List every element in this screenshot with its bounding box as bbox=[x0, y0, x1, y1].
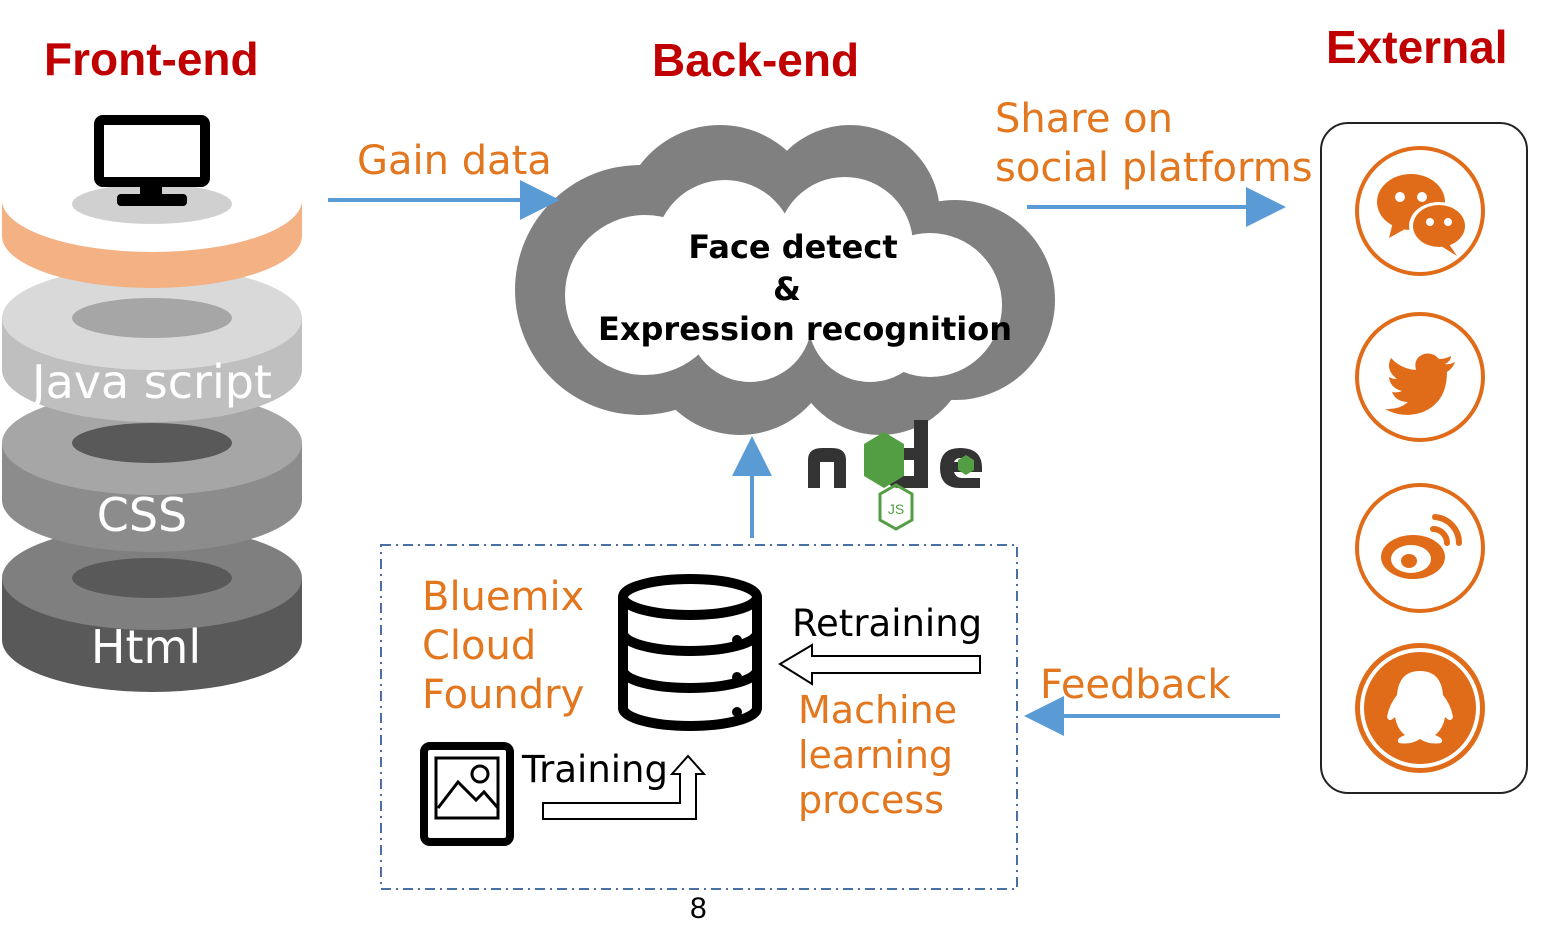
layer-label-javascript: Java script bbox=[32, 355, 272, 409]
ml-process-line1: Machine bbox=[798, 688, 958, 732]
training-arrow bbox=[542, 754, 707, 820]
layer-label-css: CSS bbox=[96, 488, 188, 542]
ml-process-line3: process bbox=[798, 778, 945, 822]
image-icon bbox=[420, 742, 514, 846]
heading-external: External bbox=[1326, 21, 1508, 73]
cloud-foundry-line3: Foundry bbox=[422, 672, 585, 718]
layer-css bbox=[2, 391, 302, 552]
heading-backend: Back-end bbox=[652, 34, 860, 86]
layer-label-html: Html bbox=[90, 620, 202, 674]
qq-icon[interactable] bbox=[1355, 643, 1485, 773]
feedback-label: Feedback bbox=[1040, 662, 1231, 708]
retraining-label: Retraining bbox=[792, 602, 983, 645]
database-icon bbox=[618, 574, 762, 731]
social-platforms-panel bbox=[1320, 122, 1528, 794]
layer-html bbox=[2, 526, 302, 692]
cloud-text-line1: Face detect bbox=[688, 228, 898, 266]
cloud-shape bbox=[515, 125, 1055, 435]
layer-javascript bbox=[2, 266, 302, 422]
nodejs-logo: JS bbox=[808, 420, 982, 531]
svg-text:JS: JS bbox=[888, 501, 904, 517]
layer-top bbox=[2, 148, 302, 288]
page-number: 8 bbox=[690, 892, 707, 925]
gain-data-label: Gain data bbox=[357, 138, 552, 184]
cloud-text-line2: & bbox=[773, 270, 801, 308]
ml-process-line2: learning bbox=[798, 733, 954, 777]
monitor-icon bbox=[94, 115, 210, 206]
twitter-icon[interactable] bbox=[1355, 312, 1485, 442]
cloud-foundry-box bbox=[380, 544, 1018, 890]
retraining-arrow bbox=[778, 643, 981, 686]
share-label-line2: social platforms bbox=[995, 145, 1313, 191]
cloud-text-line3: Expression recognition bbox=[598, 310, 1012, 348]
weibo-icon[interactable] bbox=[1355, 483, 1485, 613]
share-label-line1: Share on bbox=[995, 96, 1173, 142]
cloud-foundry-line1: Bluemix bbox=[422, 574, 585, 620]
wechat-icon[interactable] bbox=[1355, 146, 1485, 276]
heading-frontend: Front-end bbox=[44, 33, 259, 85]
training-label: Training bbox=[522, 748, 668, 791]
cloud-foundry-line2: Cloud bbox=[422, 623, 537, 669]
